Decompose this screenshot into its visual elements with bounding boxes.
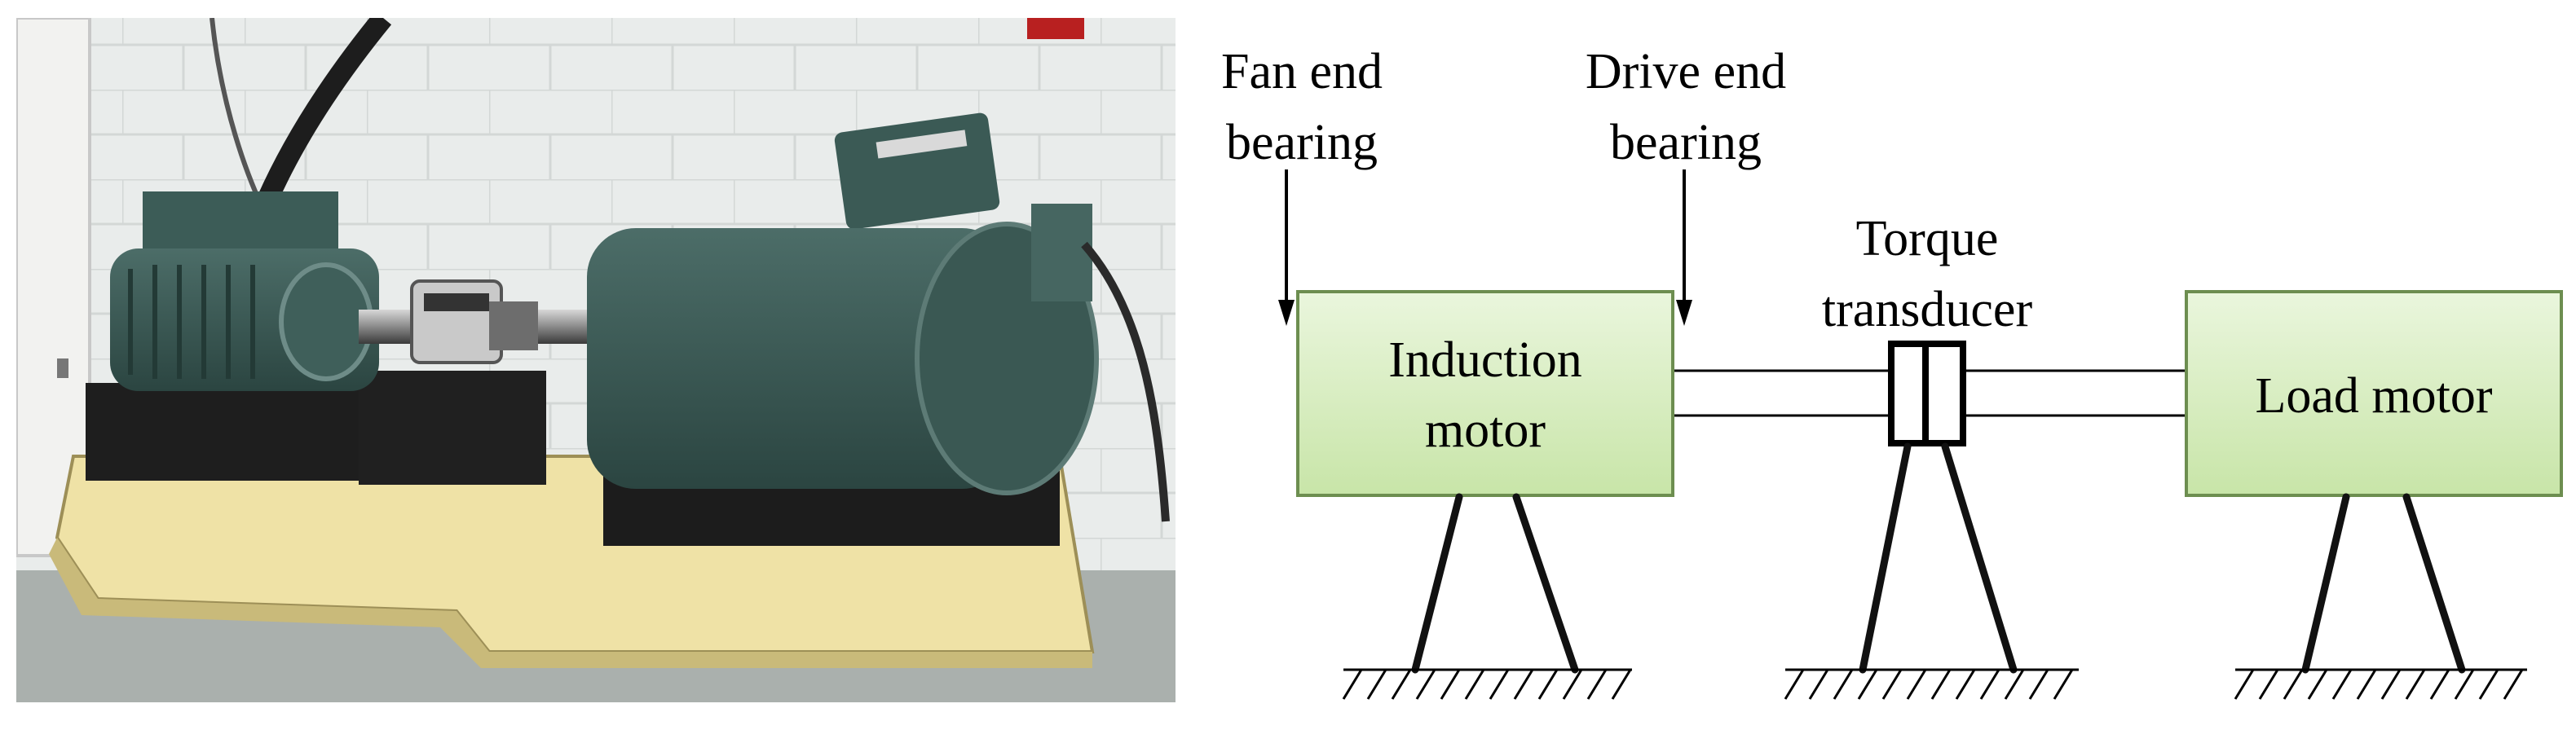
transducer-left-half (1888, 341, 1929, 446)
motor-fins (128, 265, 255, 379)
torque-label-line1: Torque (1856, 211, 1999, 266)
transducer-supports (1859, 442, 2018, 674)
nameplate (876, 130, 968, 159)
induction-motor-box (1296, 290, 1674, 497)
ground-transducer (1784, 668, 2079, 700)
drive-end-arrow-head (1676, 300, 1692, 326)
induction-motor-label-line1: Induction (1388, 332, 1582, 388)
fan-end-label-line2: bearing (1226, 115, 1378, 170)
load-motor-body (587, 228, 1011, 489)
load-motor-label: Load motor (2256, 368, 2493, 424)
fan-end-arrow-head (1278, 300, 1295, 326)
ground-load-motor (2234, 668, 2527, 700)
blower-housing (1031, 204, 1092, 301)
ground-induction-motor (1342, 668, 1632, 700)
load-motor-supports (2301, 493, 2466, 674)
load-motor-cable (1081, 241, 1170, 522)
drive-end-label-line1: Drive end (1586, 44, 1786, 99)
cabinet-latch (57, 358, 68, 378)
wooden-base-shadow (49, 538, 1092, 668)
induction-motor-supports (1411, 493, 1579, 674)
transducer-plinth (359, 371, 546, 485)
coupling (489, 301, 538, 350)
motor-plinth (86, 383, 363, 481)
induction-motor-label-line2: motor (1425, 402, 1546, 458)
transducer-right-half (1922, 341, 1966, 446)
test-rig-photo (16, 18, 1176, 702)
transducer-label-plate (424, 293, 489, 311)
load-motor-box (2185, 290, 2563, 497)
motor-end-cap (279, 262, 373, 381)
drive-end-label-line2: bearing (1610, 115, 1762, 170)
torque-label-line2: transducer (1822, 282, 2033, 337)
red-tag (1027, 18, 1084, 39)
motor-terminal-box (143, 191, 338, 253)
schematic: Fan end bearing Drive end bearing Torque… (1221, 44, 2563, 700)
fan-end-label-line1: Fan end (1221, 44, 1383, 99)
